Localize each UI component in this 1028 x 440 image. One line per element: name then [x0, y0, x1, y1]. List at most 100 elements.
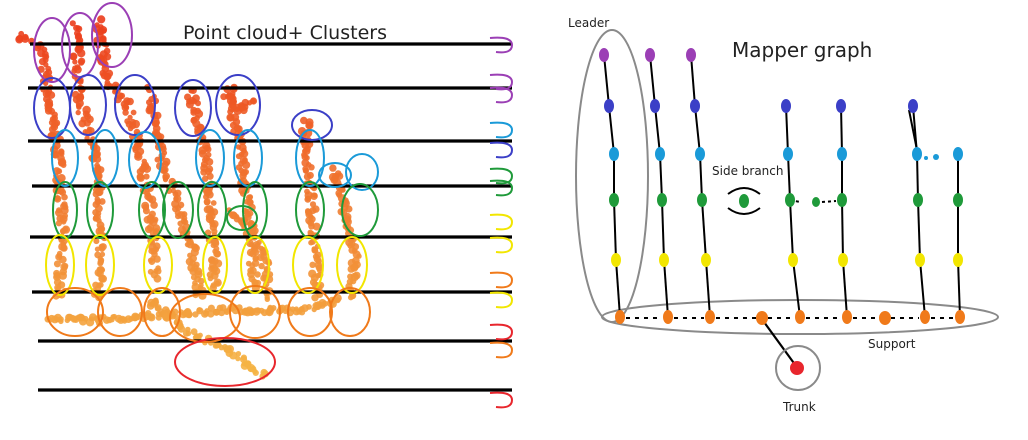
cover-bracket: [489, 291, 514, 309]
cloud-point: [52, 151, 60, 159]
cloud-point: [321, 300, 328, 307]
cloud-point: [347, 294, 354, 301]
cloud-point: [159, 166, 168, 174]
cloud-point: [150, 201, 158, 209]
cluster-ellipse: [292, 236, 324, 294]
cloud-point: [305, 162, 312, 168]
cloud-point: [116, 92, 124, 100]
graph-node: [611, 253, 621, 267]
cloud-point: [145, 106, 154, 115]
graph-node: [913, 193, 923, 207]
graph-node: [663, 310, 673, 324]
graph-edge: [908, 109, 918, 151]
cloud-point: [15, 35, 24, 44]
trunk-edge: [763, 321, 797, 367]
cloud-point: [230, 98, 237, 105]
graph-node: [645, 48, 655, 62]
cluster-ellipse: [46, 287, 104, 337]
cloud-point: [254, 271, 261, 278]
cloud-point: [185, 100, 194, 109]
graph-node: [604, 99, 614, 113]
cloud-point: [122, 109, 129, 116]
cloud-point: [177, 325, 186, 333]
cloud-point: [252, 248, 260, 256]
cloud-point: [103, 73, 111, 81]
cluster-ellipse: [202, 236, 228, 294]
graph-edge: [603, 54, 610, 107]
cloud-point: [58, 255, 67, 264]
point-cloud-title: Point cloud+ Clusters: [183, 22, 387, 44]
graph-node: [701, 253, 711, 267]
cloud-point: [69, 53, 77, 61]
cloud-point: [58, 271, 67, 280]
cloud-point: [212, 240, 220, 248]
cloud-point: [350, 278, 357, 285]
cloud-point: [58, 318, 64, 325]
cloud-point: [153, 255, 161, 263]
cover-bracket: [489, 86, 514, 104]
cloud-point: [242, 160, 251, 170]
cover-bracket: [489, 179, 514, 197]
cloud-point: [147, 313, 155, 321]
cloud-point: [59, 227, 67, 235]
cloud-point: [185, 310, 193, 318]
cloud-point: [78, 57, 86, 65]
cluster-ellipse: [138, 181, 166, 239]
cloud-point: [71, 68, 77, 74]
cloud-point: [162, 174, 169, 181]
cluster-ellipse: [69, 74, 107, 136]
graph-edge: [659, 153, 663, 201]
cloud-point: [61, 193, 68, 201]
graph-node: [785, 193, 795, 207]
cloud-point: [72, 59, 78, 65]
cloud-point: [21, 35, 30, 43]
cloud-point: [148, 258, 156, 266]
cloud-point: [53, 278, 62, 287]
cloud-point: [329, 164, 337, 172]
cloud-point: [175, 213, 181, 220]
side-branch-node: [739, 194, 749, 208]
cloud-point: [305, 121, 314, 130]
cloud-point: [99, 246, 105, 252]
cloud-point: [235, 153, 242, 160]
graph-edge: [705, 259, 711, 318]
cloud-point: [224, 309, 230, 315]
graph-node: [609, 193, 619, 207]
cloud-point: [220, 93, 228, 101]
leader-outline: [575, 29, 649, 323]
cloud-point: [60, 219, 67, 225]
cloud-point: [210, 200, 217, 206]
graph-edge: [821, 200, 837, 203]
cover-bracket: [489, 213, 514, 231]
cloud-point: [177, 220, 184, 227]
graph-edge: [613, 199, 617, 261]
cloud-point: [204, 308, 210, 314]
graph-edge: [699, 153, 703, 201]
graph-edge: [701, 199, 707, 261]
cloud-point: [311, 246, 319, 254]
side-branch-arc: [727, 207, 761, 215]
graph-nodes: [599, 48, 965, 375]
cloud-point: [92, 190, 100, 198]
cloud-point: [43, 61, 49, 68]
cloud-point: [264, 296, 270, 302]
graph-node: [599, 48, 609, 62]
cloud-point: [238, 143, 247, 152]
cloud-point: [94, 246, 100, 252]
cover-bracket: [489, 323, 514, 341]
cloud-point: [94, 251, 102, 259]
graph-node: [837, 193, 847, 207]
graph-node: [838, 253, 848, 267]
cloud-point: [75, 102, 82, 109]
graph-edge: [661, 199, 665, 261]
cloud-point: [270, 305, 277, 311]
cloud-point: [308, 239, 314, 246]
cloud-point: [94, 268, 103, 277]
cloud-point: [62, 262, 69, 270]
cluster-ellipse: [143, 287, 181, 337]
cluster-ellipse: [336, 236, 368, 294]
point-cloud-panel: [15, 2, 514, 409]
cloud-point: [197, 332, 203, 338]
cloud-point: [304, 196, 312, 203]
